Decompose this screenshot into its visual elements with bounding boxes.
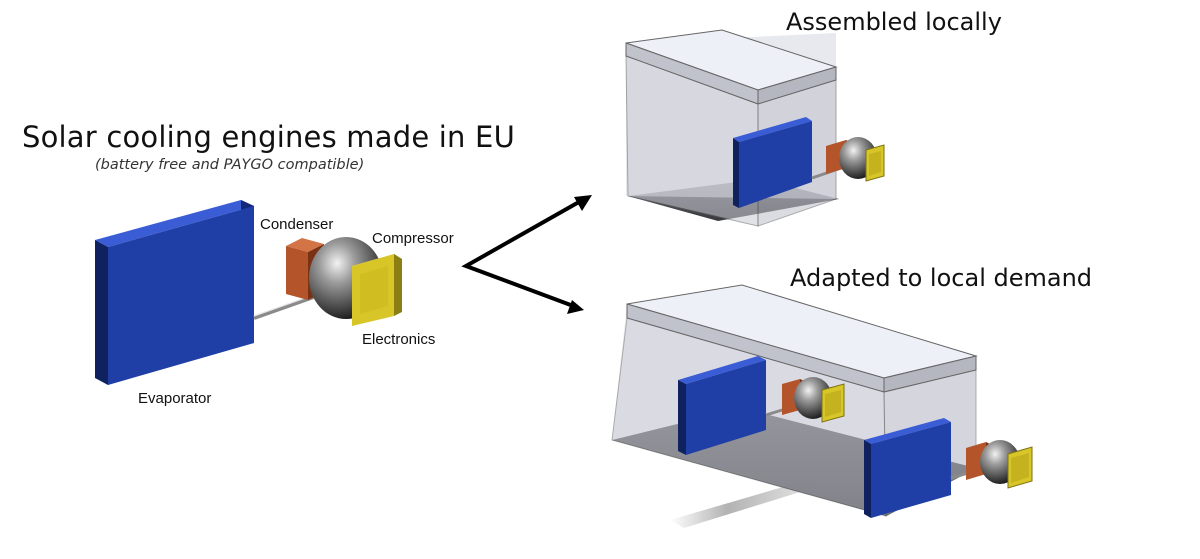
electronics-label: Electronics [362, 331, 436, 348]
electronics-box [352, 254, 402, 326]
split-arrows [461, 195, 592, 314]
diagram-title: Solar cooling engines made in EU [22, 120, 515, 154]
evaporator-label: Evaporator [138, 390, 212, 407]
condenser-label: Condenser [260, 216, 334, 233]
enclosure-assembled [625, 29, 885, 227]
engine-main [95, 200, 402, 385]
adapted-local-demand-label: Adapted to local demand [790, 264, 1093, 292]
evaporator-panel [95, 200, 254, 385]
diagram-subtitle: (battery free and PAYGO compatible) [95, 157, 365, 173]
assembled-locally-label: Assembled locally [786, 8, 1002, 36]
compressor-label: Compressor [372, 230, 454, 247]
enclosure-adapted [611, 284, 1033, 528]
